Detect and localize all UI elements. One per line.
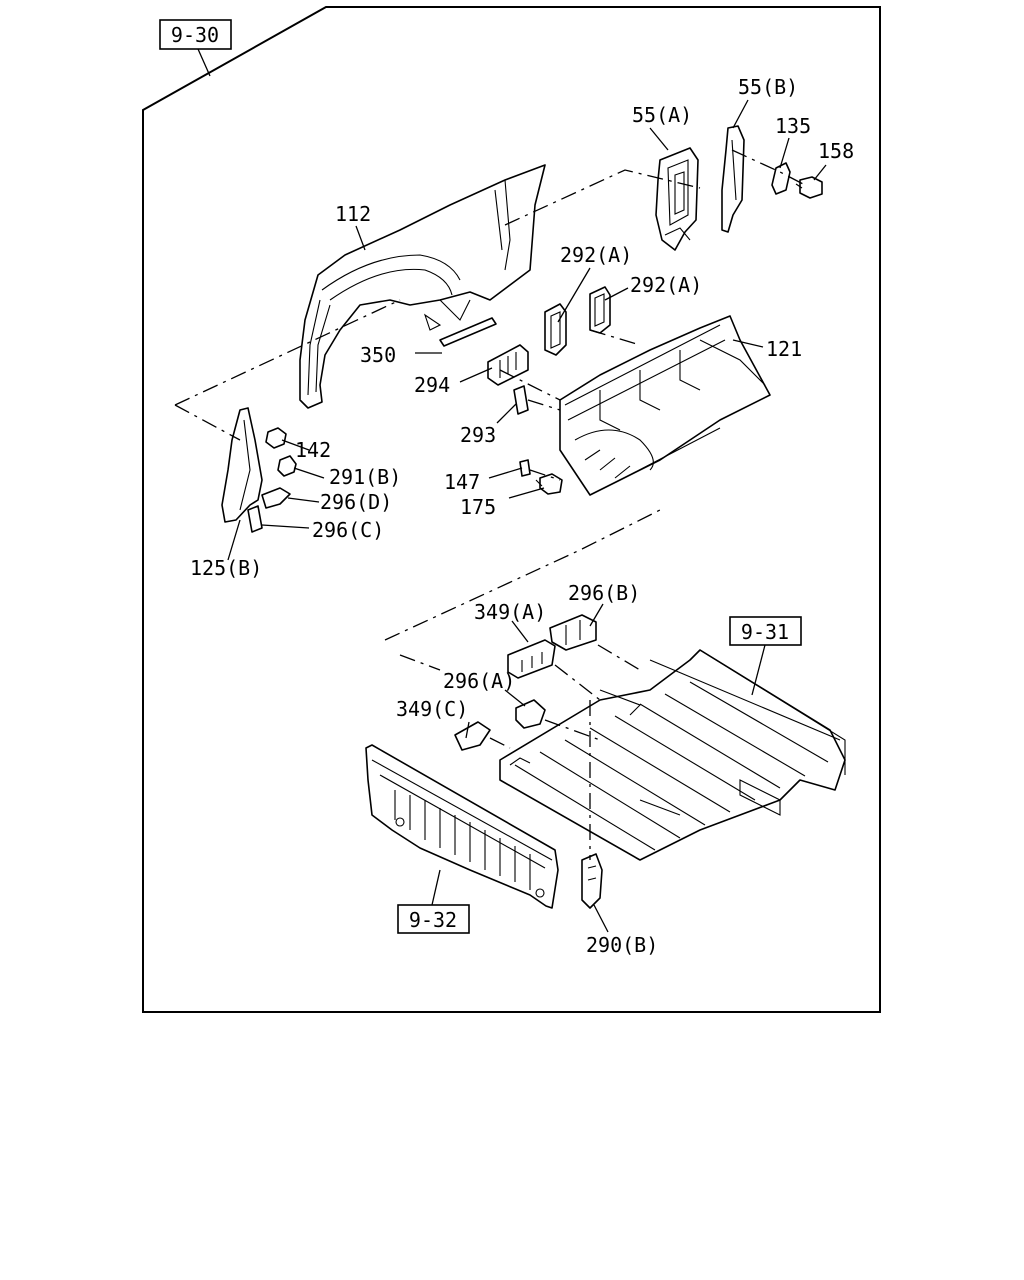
- label-158[interactable]: 158: [818, 139, 854, 163]
- label-296c[interactable]: 296(C): [312, 518, 384, 542]
- part-290b-bracket: [581, 853, 603, 909]
- part-350-strip: [439, 317, 497, 347]
- label-55b[interactable]: 55(B): [738, 75, 798, 99]
- label-135[interactable]: 135: [775, 114, 811, 138]
- label-292a-1[interactable]: 292(A): [560, 243, 632, 267]
- ref-9-32-text: 9-32: [409, 908, 457, 932]
- part-293-plate: [513, 385, 529, 415]
- part-349c-bracket: [454, 721, 491, 751]
- diagram-frame: [142, 6, 881, 1013]
- part-112-wheel-house: [299, 164, 546, 409]
- part-55b-strip: [721, 125, 745, 233]
- label-291b[interactable]: 291(B): [329, 465, 401, 489]
- label-293[interactable]: 293: [460, 423, 496, 447]
- label-350[interactable]: 350: [360, 343, 396, 367]
- part-296d-clip: [261, 487, 291, 509]
- label-349a[interactable]: 349(A): [474, 600, 546, 624]
- label-294[interactable]: 294: [414, 373, 450, 397]
- label-142[interactable]: 142: [295, 438, 331, 462]
- label-175[interactable]: 175: [460, 495, 496, 519]
- ref-box-9-32[interactable]: 9-32: [397, 904, 470, 934]
- part-158-bolt: [795, 176, 823, 199]
- part-349a-bracket: [507, 639, 556, 679]
- part-175-bolt: [535, 473, 563, 495]
- part-55a-panel: [655, 147, 699, 251]
- part-296c-clip: [247, 505, 263, 533]
- part-floor-assembly: [499, 649, 846, 861]
- label-55a[interactable]: 55(A): [632, 103, 692, 127]
- label-296a[interactable]: 296(A): [443, 669, 515, 693]
- part-294-bracket: [487, 344, 529, 386]
- part-292a-bracket-1: [544, 303, 567, 356]
- part-291b-bolt: [277, 455, 297, 477]
- label-290b[interactable]: 290(B): [586, 933, 658, 957]
- label-121[interactable]: 121: [766, 337, 802, 361]
- ref-box-9-30[interactable]: 9-30: [159, 19, 232, 50]
- part-296b-bracket: [549, 614, 597, 651]
- ref-9-31-text: 9-31: [741, 620, 789, 644]
- ref-9-30-text: 9-30: [171, 23, 219, 47]
- label-292a-2[interactable]: 292(A): [630, 273, 702, 297]
- part-147-clip: [519, 459, 531, 477]
- part-121-side-panel: [559, 315, 771, 496]
- part-125b-panel: [221, 407, 263, 523]
- part-292a-bracket-2: [589, 286, 611, 334]
- label-147[interactable]: 147: [444, 470, 480, 494]
- label-125b[interactable]: 125(B): [190, 556, 262, 580]
- part-296a-bracket: [515, 699, 546, 729]
- label-349c[interactable]: 349(C): [396, 697, 468, 721]
- part-tailgate-panel: [365, 744, 559, 909]
- label-296b[interactable]: 296(B): [568, 581, 640, 605]
- part-142-nut: [265, 427, 287, 449]
- ref-box-9-31[interactable]: 9-31: [729, 616, 802, 646]
- label-296d[interactable]: 296(D): [320, 490, 392, 514]
- label-112[interactable]: 112: [335, 202, 371, 226]
- part-135-bracket: [771, 162, 791, 195]
